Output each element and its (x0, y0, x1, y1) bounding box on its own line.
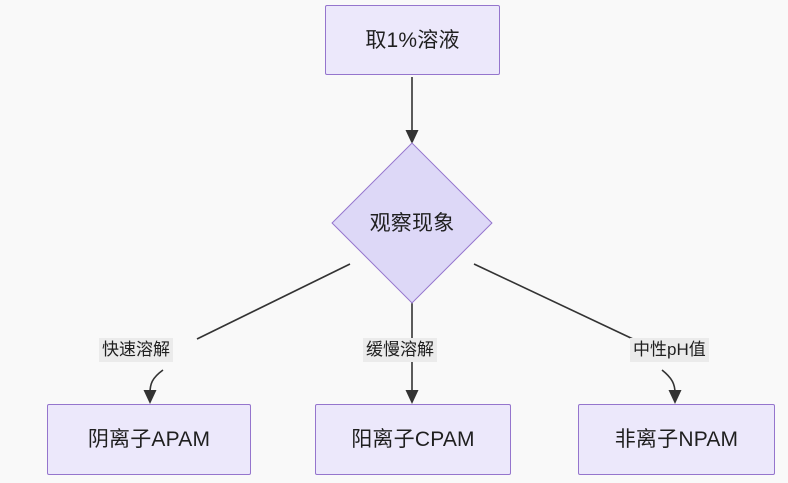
node-start-label: 取1%溶液 (365, 28, 460, 52)
edge-decision-to-nonionic (473, 263, 682, 404)
node-decision-label: 观察现象 (369, 211, 455, 235)
node-anionic[interactable]: 阴离子APAM (47, 404, 251, 475)
node-cationic-label: 阳离子CPAM (351, 428, 475, 451)
node-start[interactable]: 取1%溶液 (325, 5, 500, 75)
edge-decision-to-anionic (143, 263, 351, 404)
arrowhead-anionic (143, 390, 157, 404)
edge-label-fast-dissolve: 快速溶解 (99, 338, 173, 362)
arrowhead-cationic (405, 390, 419, 404)
node-nonionic-label: 非离子NPAM (614, 428, 739, 451)
arrowhead-nonionic (668, 390, 682, 404)
arrowhead-decision (405, 130, 419, 144)
edge-label-slow-dissolve: 缓慢溶解 (363, 338, 437, 362)
node-cationic[interactable]: 阳离子CPAM (315, 404, 511, 475)
node-decision[interactable]: 观察现象 (331, 142, 493, 304)
edge-start-to-decision (405, 77, 419, 144)
edge-label-neutral-ph: 中性pH值 (630, 338, 709, 362)
node-anionic-label: 阴离子APAM (87, 428, 211, 451)
node-nonionic[interactable]: 非离子NPAM (578, 404, 775, 475)
diamond-text-wrap: 观察现象 (331, 142, 493, 304)
